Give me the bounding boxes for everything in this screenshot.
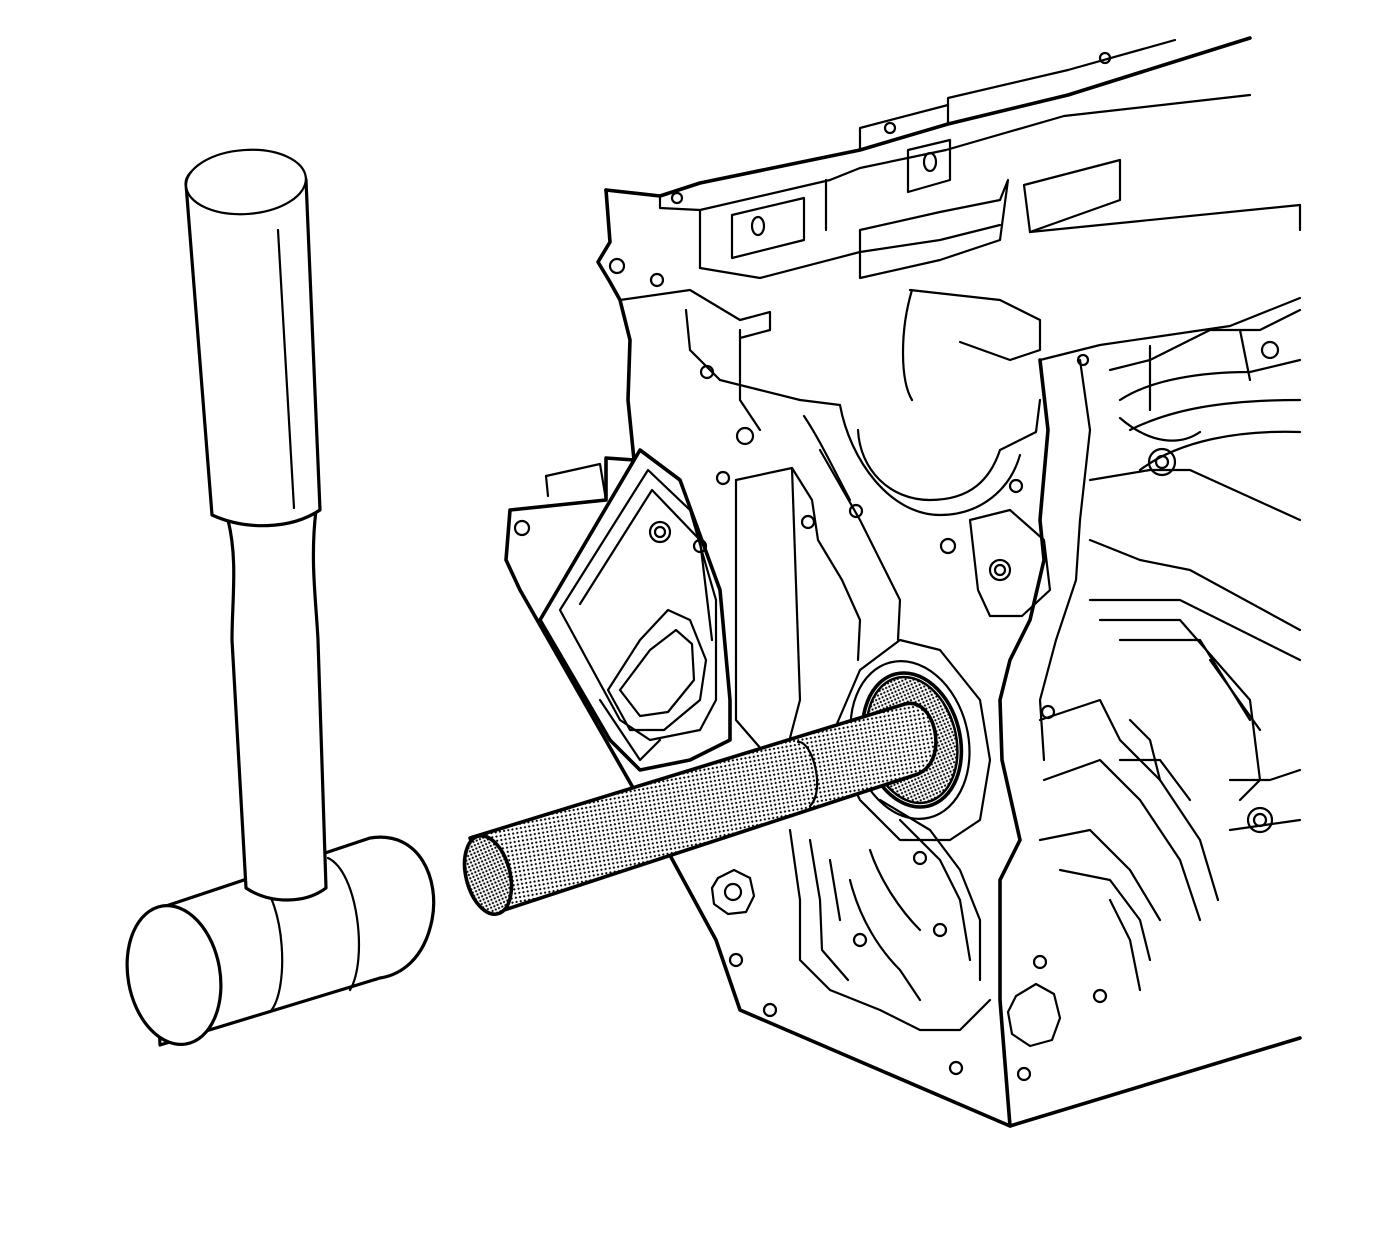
block-front-face (504, 188, 1302, 1128)
rail-pads (730, 138, 952, 260)
engine-block-icon (504, 36, 1302, 1128)
block-deck (604, 36, 1302, 270)
block-front-details (538, 178, 1302, 1128)
bearing-driver-icon (462, 675, 959, 916)
deck-bolt-holes (670, 51, 1112, 205)
front-bolt-holes (513, 257, 1280, 1082)
oil-gallery-plugs (710, 868, 1062, 1048)
dead-blow-hammer-icon (125, 148, 436, 1047)
